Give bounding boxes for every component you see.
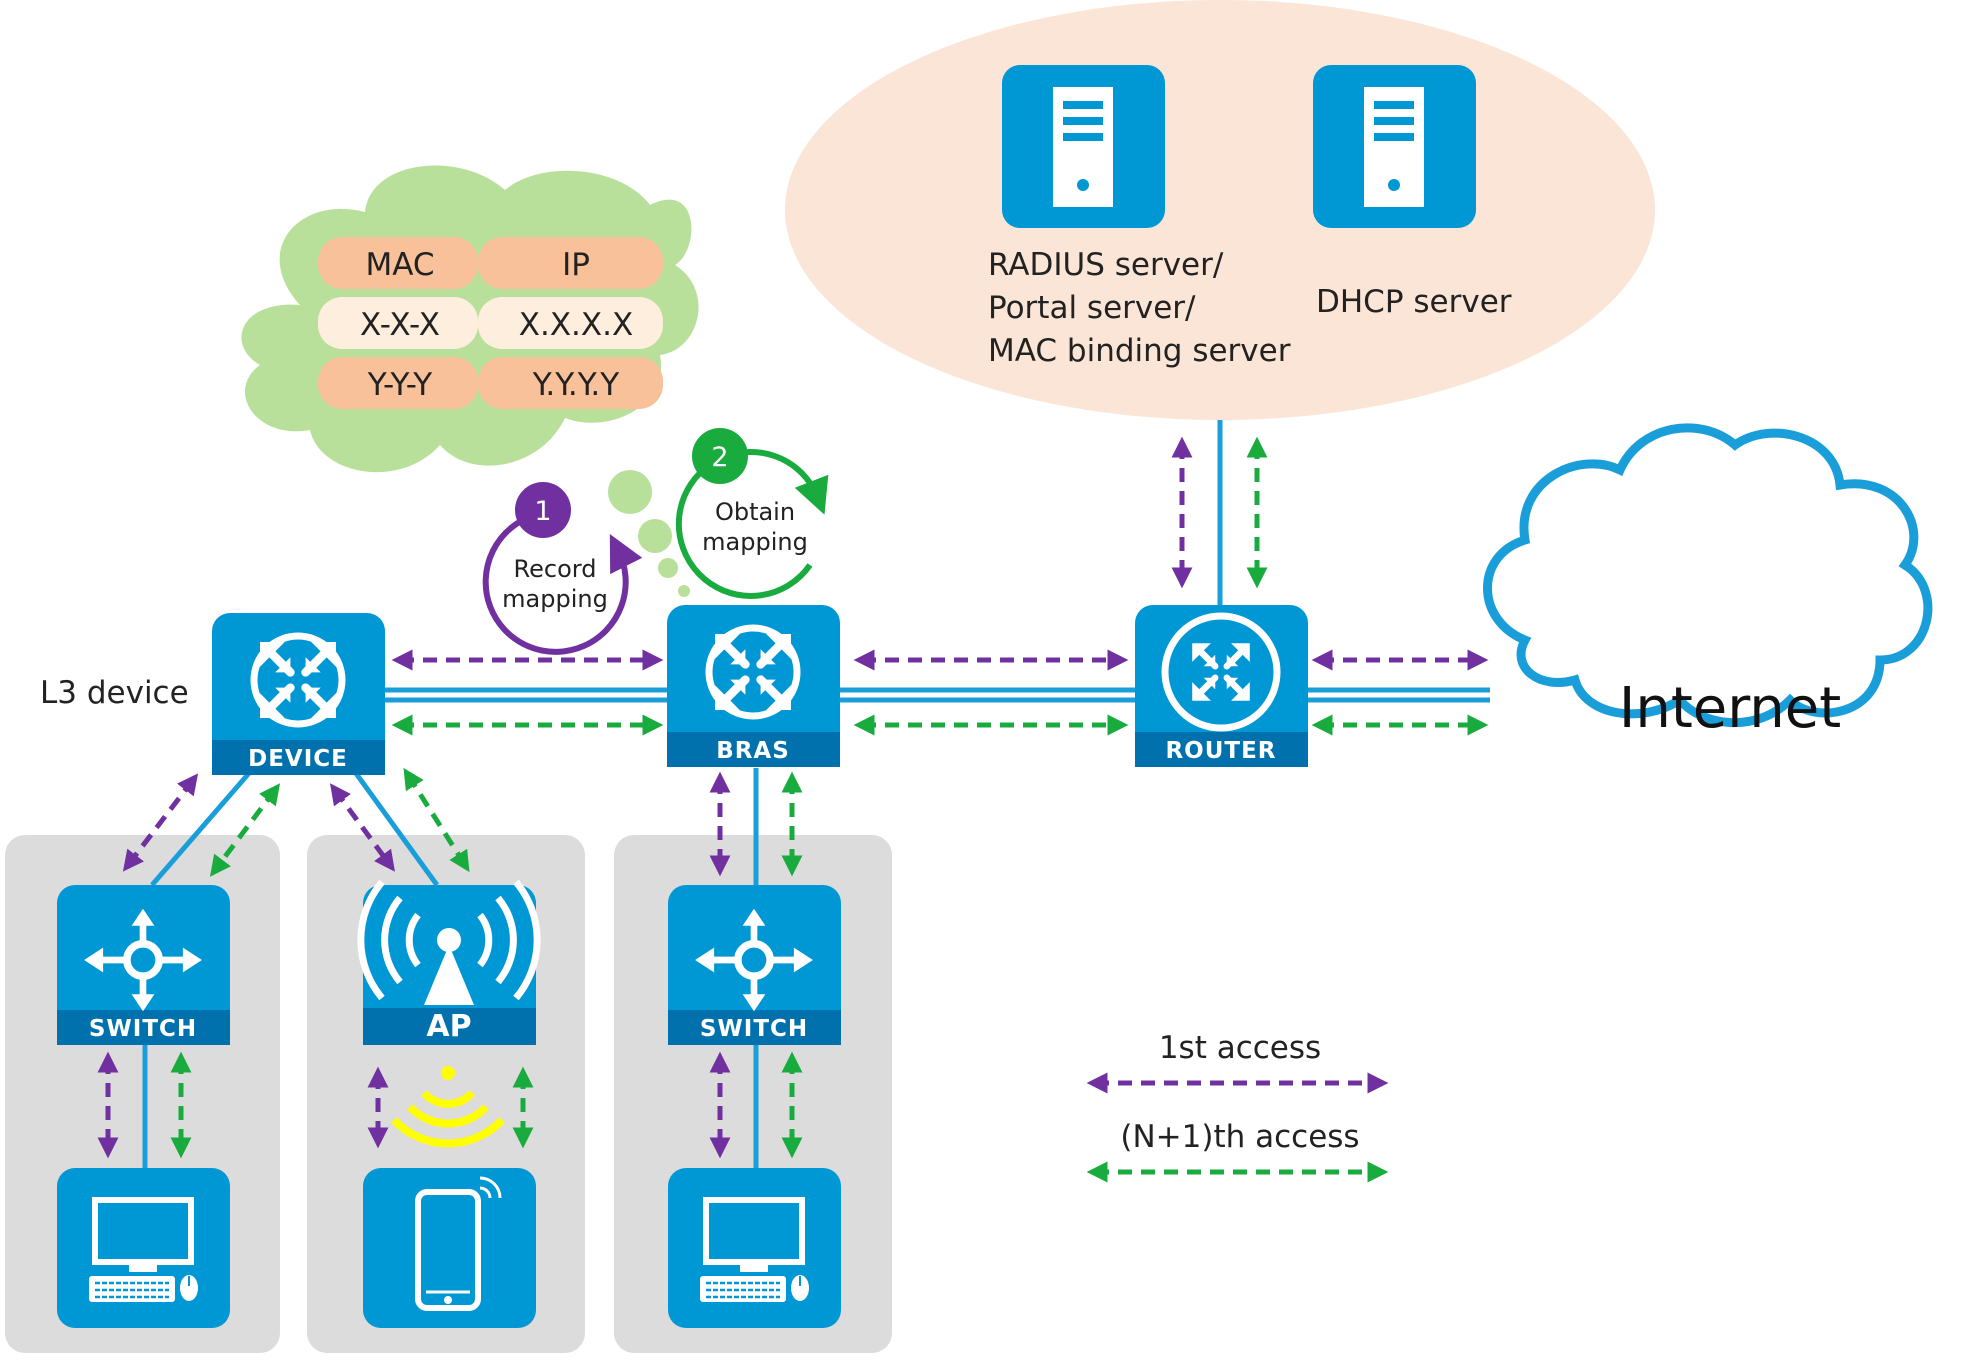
bras-icon[interactable]: BRAS xyxy=(667,605,840,767)
legend-nth-access-label: (N+1)th access xyxy=(1120,1119,1359,1155)
pc-right-icon[interactable] xyxy=(668,1168,841,1328)
bras-caption: BRAS xyxy=(716,738,790,764)
l3-device-label: L3 device xyxy=(40,675,189,711)
dhcp-server-label: DHCP server xyxy=(1316,284,1512,320)
table-cell-ip-2: Y.Y.Y.Y xyxy=(532,367,620,403)
radius-server-icon xyxy=(1002,65,1165,228)
table-cell-ip-1: X.X.X.X xyxy=(519,307,634,343)
legend: 1st access (N+1)th access xyxy=(1086,1030,1389,1183)
router-icon[interactable]: ROUTER xyxy=(1135,605,1308,767)
step-2-line-1: Obtain xyxy=(715,498,795,526)
wifi-signal-icon xyxy=(391,1066,505,1148)
switch-right-caption: SWITCH xyxy=(700,1016,808,1042)
thought-bubble xyxy=(638,519,672,553)
internet-label: Internet xyxy=(1619,676,1841,741)
thought-bubble xyxy=(678,585,690,597)
radius-server-label-1: RADIUS server/ xyxy=(988,247,1224,283)
table-cell-mac-2: Y-Y-Y xyxy=(367,367,433,403)
step-record-mapping: 1 Record mapping xyxy=(482,482,643,655)
radius-server-label-2: Portal server/ xyxy=(988,290,1196,326)
step-1-line-2: mapping xyxy=(502,585,608,613)
legend-first-access-label: 1st access xyxy=(1159,1030,1321,1066)
device-icon[interactable]: DEVICE xyxy=(212,613,385,775)
device-caption: DEVICE xyxy=(248,746,348,772)
ap-caption: AP xyxy=(426,1009,471,1044)
table-header-mac: MAC xyxy=(365,247,434,283)
phone-icon[interactable] xyxy=(363,1168,536,1328)
switch-left-icon[interactable]: SWITCH xyxy=(57,885,230,1045)
dhcp-server-icon xyxy=(1313,65,1476,228)
radius-server-label-3: MAC binding server xyxy=(988,333,1291,369)
pc-left-icon[interactable] xyxy=(57,1168,230,1328)
step-2-number: 2 xyxy=(711,442,728,473)
internet-cloud xyxy=(1483,423,1933,727)
step-1-number: 1 xyxy=(534,496,551,527)
table-header-ip: IP xyxy=(562,247,590,283)
access-arrows xyxy=(97,436,1489,1159)
thought-bubble xyxy=(608,470,652,514)
step-obtain-mapping: 2 Obtain mapping xyxy=(675,428,829,599)
table-cell-mac-1: X-X-X xyxy=(360,307,440,343)
switch-right-icon[interactable]: SWITCH xyxy=(668,885,841,1045)
mapping-table: MAC IP X-X-X X.X.X.X Y-Y-Y Y.Y.Y.Y xyxy=(318,237,663,409)
step-2-line-2: mapping xyxy=(702,528,808,556)
step-1-line-1: Record xyxy=(514,555,597,583)
router-caption: ROUTER xyxy=(1165,738,1276,764)
ap-icon[interactable]: AP xyxy=(357,879,541,1045)
switch-left-caption: SWITCH xyxy=(89,1016,197,1042)
thought-bubble xyxy=(658,558,678,578)
